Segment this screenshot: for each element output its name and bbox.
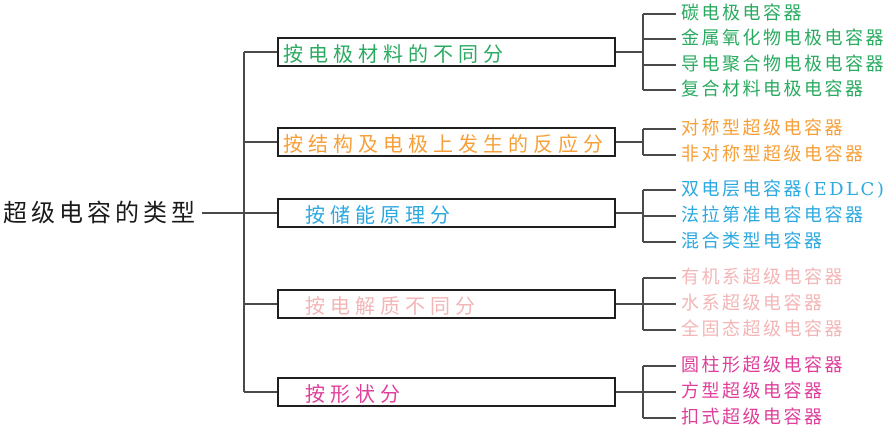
leaf-label: 方型超级电容器 [681,381,825,402]
leaf-label: 有机系超级电容器 [681,267,845,288]
leaf-label: 碳电极电容器 [681,3,804,24]
connector-path [202,13,676,419]
leaf-label: 混合类型电容器 [681,231,825,252]
branch-box-shape: 按形状分 [277,377,616,407]
branch-box-structure-reaction: 按结构及电极上发生的反应分 [277,127,616,157]
leaf-label: 对称型超级电容器 [681,118,845,139]
leaf-label: 导电聚合物电极电容器 [681,54,886,75]
leaf-label: 扣式超级电容器 [681,407,825,428]
branch-box-electrolyte: 按电解质不同分 [277,289,616,319]
branch-box-energy-storage-principle: 按储能原理分 [277,198,616,228]
leaf-label: 圆柱形超级电容器 [681,355,845,376]
leaf-label: 金属氧化物电极电容器 [681,28,886,49]
leaf-label: 全固态超级电容器 [681,319,845,340]
root-title: 超级电容的类型 [3,199,199,227]
leaf-label: 非对称型超级电容器 [681,144,866,165]
leaf-label: 双电层电容器(EDLC) [681,179,887,200]
leaf-label: 复合材料电极电容器 [681,79,866,100]
leaf-label: 法拉第准电容电容器 [681,205,866,226]
leaf-label: 水系超级电容器 [681,293,825,314]
branch-box-electrode-material: 按电极材料的不同分 [277,37,616,67]
